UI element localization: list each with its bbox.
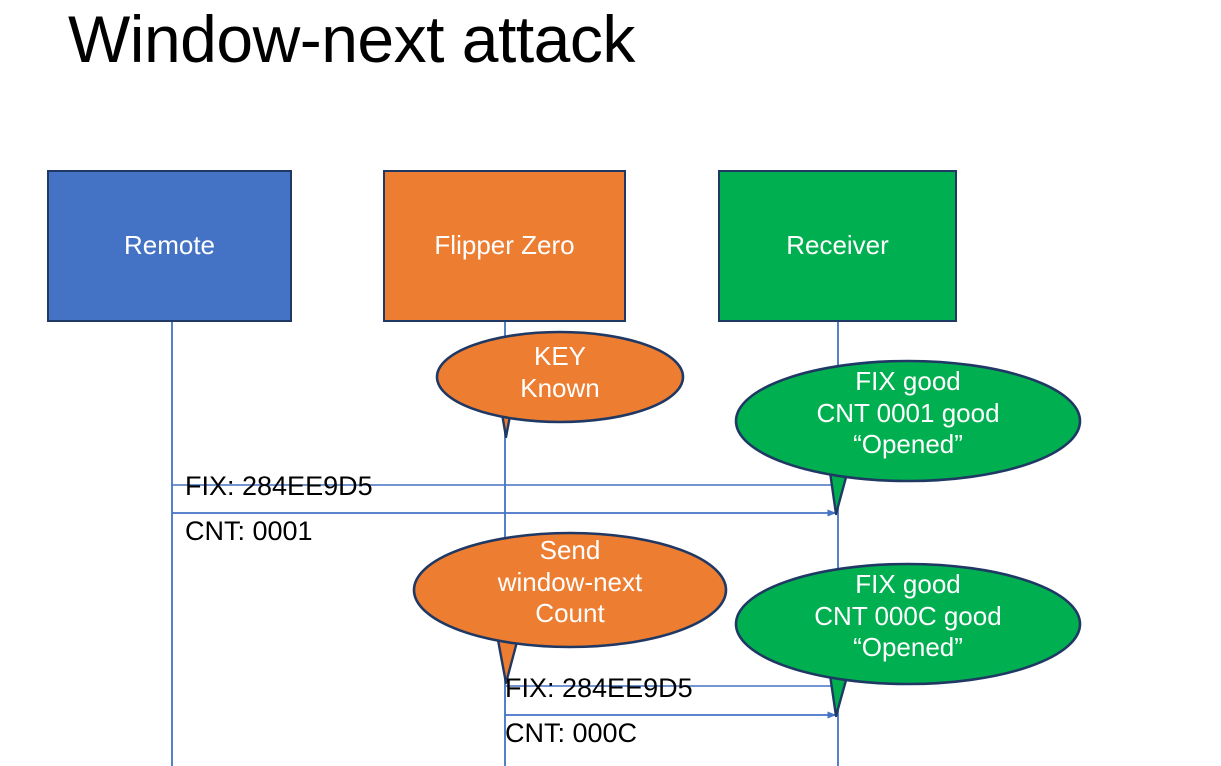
actor-box-flipper[interactable]: Flipper Zero xyxy=(383,170,626,322)
callout-flipper-send-window-next xyxy=(412,531,728,685)
message-label-fix-2: FIX: 284EE9D5 xyxy=(505,673,693,703)
message-label-fix-1: FIX: 284EE9D5 xyxy=(185,471,373,501)
message-label-cnt-1: CNT: 0001 xyxy=(185,516,313,546)
callout-receiver-second-verdict xyxy=(734,562,1082,718)
callout-flipper-key-known xyxy=(435,330,685,439)
callout-bubble xyxy=(412,531,728,649)
actor-box-remote[interactable]: Remote xyxy=(47,170,292,322)
actor-label-remote: Remote xyxy=(123,230,216,261)
message-label-cnt-2: CNT: 000C xyxy=(505,718,638,748)
actor-label-flipper: Flipper Zero xyxy=(434,230,575,261)
actor-label-receiver: Receiver xyxy=(786,230,889,261)
callout-receiver-first-verdict xyxy=(734,359,1082,516)
page-title: Window-next attack xyxy=(68,2,635,76)
callout-bubble xyxy=(734,359,1082,483)
actor-box-receiver[interactable]: Receiver xyxy=(718,170,957,322)
callout-bubble xyxy=(734,562,1082,686)
callout-bubble xyxy=(435,330,685,424)
